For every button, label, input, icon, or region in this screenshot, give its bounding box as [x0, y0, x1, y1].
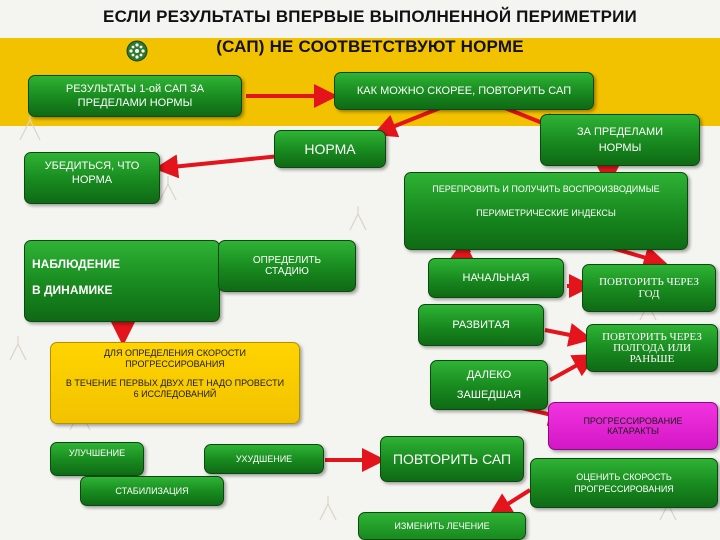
repeat-sap-label: ПОВТОРИТЬ САП [392, 450, 512, 467]
far-advanced-label-2: ЗАШЕДШАЯ [456, 389, 522, 401]
arrow-assess-to-change [488, 488, 532, 517]
repeat-half-year-box: ПОВТОРИТЬ ЧЕРЕЗ ПОЛГОДА ИЛИ РАНЬШЕ [586, 324, 718, 372]
far-advanced-box: ДАЛЕКО ЗАШЕДШАЯ [430, 360, 548, 410]
title-line-2: (САП) НЕ СООТВЕТСТВУЮТ НОРМЕ [216, 37, 524, 56]
repeat-year-label: ПОВТОРИТЬ ЧЕРЕЗ ГОД [599, 276, 699, 300]
arrow-far-to-halfyear [549, 354, 598, 382]
change-treatment-label: ИЗМЕНИТЬ ЛЕЧЕНИЕ [394, 520, 490, 531]
improvement-label: УЛУЧШЕНИЕ [68, 448, 126, 458]
norm-box: НОРМА [274, 130, 386, 168]
title-line-1: ЕСЛИ РЕЗУЛЬТАТЫ ВПЕРВЫЕ ВЫПОЛНЕННОЙ ПЕРИ… [103, 7, 637, 26]
recheck-line-1: ПЕРЕПРОВИТЬ И ПОЛУЧИТЬ ВОСПРОИЗВОДИМЫЕ [432, 184, 660, 194]
cataract-box: ПРОГРЕССИРОВАНИЕ КАТАРАКТЫ [548, 402, 718, 450]
emblem-icon [126, 40, 148, 62]
initial-stage-label: НАЧАЛЬНАЯ [462, 271, 530, 284]
recheck-line-2: ПЕРИМЕТРИЧЕСКИЕ ИНДЕКСЫ [476, 208, 616, 218]
repeat-asap-label: КАК МОЖНО СКОРЕЕ, ПОВТОРИТЬ САП [356, 84, 572, 97]
far-advanced-label-1: ДАЛЕКО [466, 369, 512, 381]
arrow-recheck-to-initial [447, 239, 475, 262]
worsening-box: УХУДШЕНИЕ [204, 444, 324, 474]
change-treatment-box: ИЗМЕНИТЬ ЛЕЧЕНИЕ [358, 512, 526, 540]
developed-stage-box: РАЗВИТАЯ [418, 304, 544, 346]
results-abnormal-box: РЕЗУЛЬТАТЫ 1-ой САП ЗА ПРЕДЕЛАМИ НОРМЫ [28, 75, 242, 117]
progression-rate-line-1: ДЛЯ ОПРЕДЕЛЕНИЯ СКОРОСТИ ПРОГРЕССИРОВАНИ… [103, 348, 247, 369]
arrow-developed-to-halfyear [544, 323, 593, 347]
improvement-box: УЛУЧШЕНИЕ [50, 442, 144, 476]
repeat-sap-box: ПОВТОРИТЬ САП [380, 436, 524, 482]
worsening-label: УХУДШЕНИЕ [235, 453, 293, 464]
initial-stage-box: НАЧАЛЬНАЯ [428, 258, 564, 298]
recheck-box: ПЕРЕПРОВИТЬ И ПОЛУЧИТЬ ВОСПРОИЗВОДИМЫЕ П… [404, 172, 688, 250]
determine-stage-label: ОПРЕДЕЛИТЬ СТАДИЮ [252, 255, 322, 277]
stabilization-label: СТАБИЛИЗАЦИЯ [115, 485, 189, 496]
progression-rate-box: ДЛЯ ОПРЕДЕЛЕНИЯ СКОРОСТИ ПРОГРЕССИРОВАНИ… [50, 342, 300, 424]
repeat-year-box: ПОВТОРИТЬ ЧЕРЕЗ ГОД [582, 264, 716, 312]
cataract-label: ПРОГРЕССИРОВАНИЕ КАТАРАКТЫ [583, 416, 683, 436]
arrow-norm-to-confirm [154, 153, 291, 179]
assess-rate-label: ОЦЕНИТЬ СКОРОСТЬ ПРОГРЕССИРОВАНИЯ [574, 472, 674, 494]
out-of-norm-box: ЗА ПРЕДЕЛАМИ НОРМЫ [540, 114, 700, 166]
results-abnormal-label: РЕЗУЛЬТАТЫ 1-ой САП ЗА ПРЕДЕЛАМИ НОРМЫ [65, 83, 205, 109]
determine-stage-box: ОПРЕДЕЛИТЬ СТАДИЮ [218, 240, 356, 292]
assess-rate-box: ОЦЕНИТЬ СКОРОСТЬ ПРОГРЕССИРОВАНИЯ [530, 458, 718, 508]
observation-label: НАБЛЮДЕНИЕ [32, 257, 121, 271]
norm-label: НОРМА [304, 140, 356, 157]
progression-rate-line-2: В ТЕЧЕНИЕ ПЕРВЫХ ДВУХ ЛЕТ НАДО ПРОВЕСТИ … [65, 378, 285, 399]
out-of-norm-label: ЗА ПРЕДЕЛАМИ НОРМЫ [576, 126, 664, 154]
repeat-asap-box: КАК МОЖНО СКОРЕЕ, ПОВТОРИТЬ САП [334, 72, 594, 110]
confirm-norm-label: УБЕДИТЬСЯ, ЧТО НОРМА [44, 160, 140, 186]
page-title: ЕСЛИ РЕЗУЛЬТАТЫ ВПЕРВЫЕ ВЫПОЛНЕННОЙ ПЕРИ… [60, 2, 680, 62]
repeat-half-year-label: ПОВТОРИТЬ ЧЕРЕЗ ПОЛГОДА ИЛИ РАНЬШЕ [602, 330, 702, 365]
developed-stage-label: РАЗВИТАЯ [452, 319, 510, 331]
confirm-norm-box: УБЕДИТЬСЯ, ЧТО НОРМА [24, 152, 160, 204]
observation-box [24, 240, 220, 322]
dynamics-label: В ДИНАМИКЕ [32, 283, 113, 297]
stabilization-box: СТАБИЛИЗАЦИЯ [80, 476, 224, 506]
